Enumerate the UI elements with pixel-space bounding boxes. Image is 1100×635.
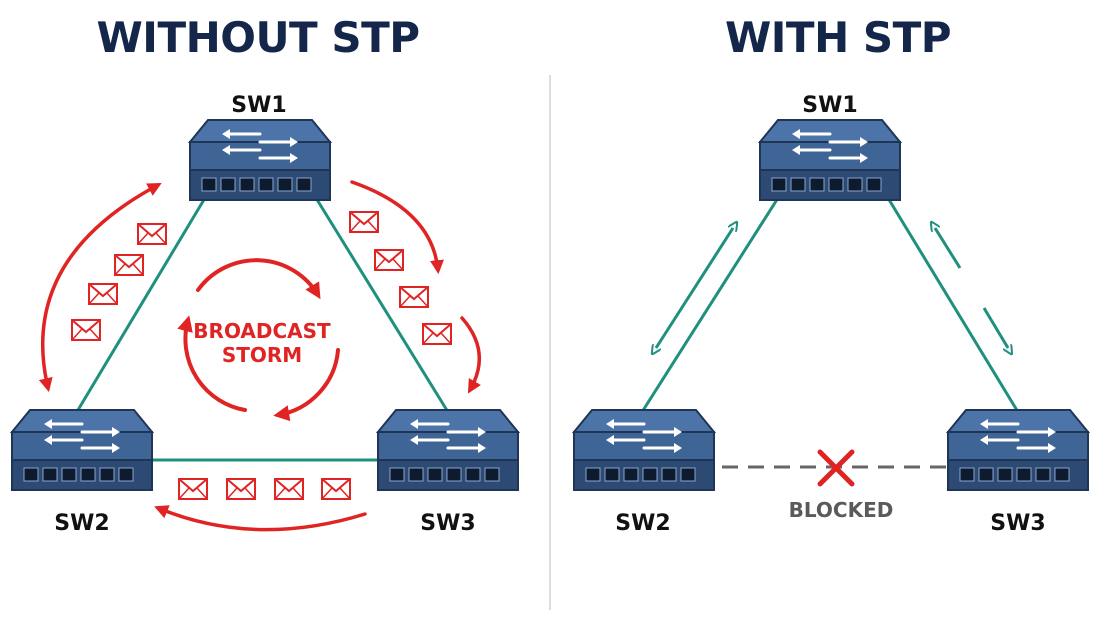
traffic-arrow-sw1-sw2	[656, 228, 733, 348]
sw2-label-right: SW2	[615, 511, 670, 536]
sw2-label-left: SW2	[54, 511, 109, 536]
storm-circle-arrow-left	[177, 315, 247, 412]
sw1-label-right: SW1	[802, 93, 857, 118]
envelope-icon	[71, 319, 101, 341]
envelope-icon	[321, 478, 351, 500]
traffic-arrow-sw1-sw3-upper	[935, 228, 962, 269]
envelope-icon	[422, 323, 452, 345]
blocked-label: BLOCKED	[789, 498, 894, 522]
sw3-label-left: SW3	[420, 511, 475, 536]
link-sw1-sw3-left	[314, 197, 450, 413]
envelope-icon	[226, 478, 256, 500]
title-with-stp: WITH STP	[725, 13, 951, 62]
storm-arrow-right-upper	[350, 180, 444, 275]
network-switch-icon	[758, 118, 902, 202]
title-without-stp: WITHOUT STP	[96, 13, 419, 62]
envelope-icon	[399, 286, 429, 308]
envelope-icon	[88, 283, 118, 305]
link-sw1-sw2-right	[640, 197, 780, 413]
network-switch-icon	[10, 408, 154, 492]
network-switch-icon	[572, 408, 716, 492]
red-x-icon	[817, 449, 855, 487]
network-switch-icon	[188, 118, 332, 202]
envelope-icon	[114, 254, 144, 276]
network-switch-icon	[946, 408, 1090, 492]
network-switch-icon	[376, 408, 520, 492]
envelope-icon	[137, 223, 167, 245]
storm-arrow-right-lower	[460, 316, 482, 394]
traffic-arrow-sw1-sw3-lower	[982, 307, 1008, 348]
storm-circle-arrow-right	[273, 348, 340, 422]
link-sw1-sw3-right	[886, 197, 1020, 413]
envelope-icon	[178, 478, 208, 500]
broadcast-storm-label-line1: BROADCAST	[193, 319, 331, 343]
envelope-icon	[274, 478, 304, 500]
sw1-label-left: SW1	[231, 93, 286, 118]
right-panel: BLOCKED SW1 SW2 SW3	[572, 93, 1090, 536]
left-panel: BROADCAST STORM SW1 SW2 SW3	[10, 93, 520, 536]
storm-circle-arrow-top	[196, 258, 321, 300]
sw3-label-right: SW3	[990, 511, 1045, 536]
storm-arrow-bottom	[154, 505, 367, 532]
broadcast-storm-label-line2: STORM	[222, 343, 302, 367]
storm-arrow-left-side	[38, 183, 162, 393]
envelope-icon	[349, 211, 379, 233]
envelope-icon	[374, 249, 404, 271]
